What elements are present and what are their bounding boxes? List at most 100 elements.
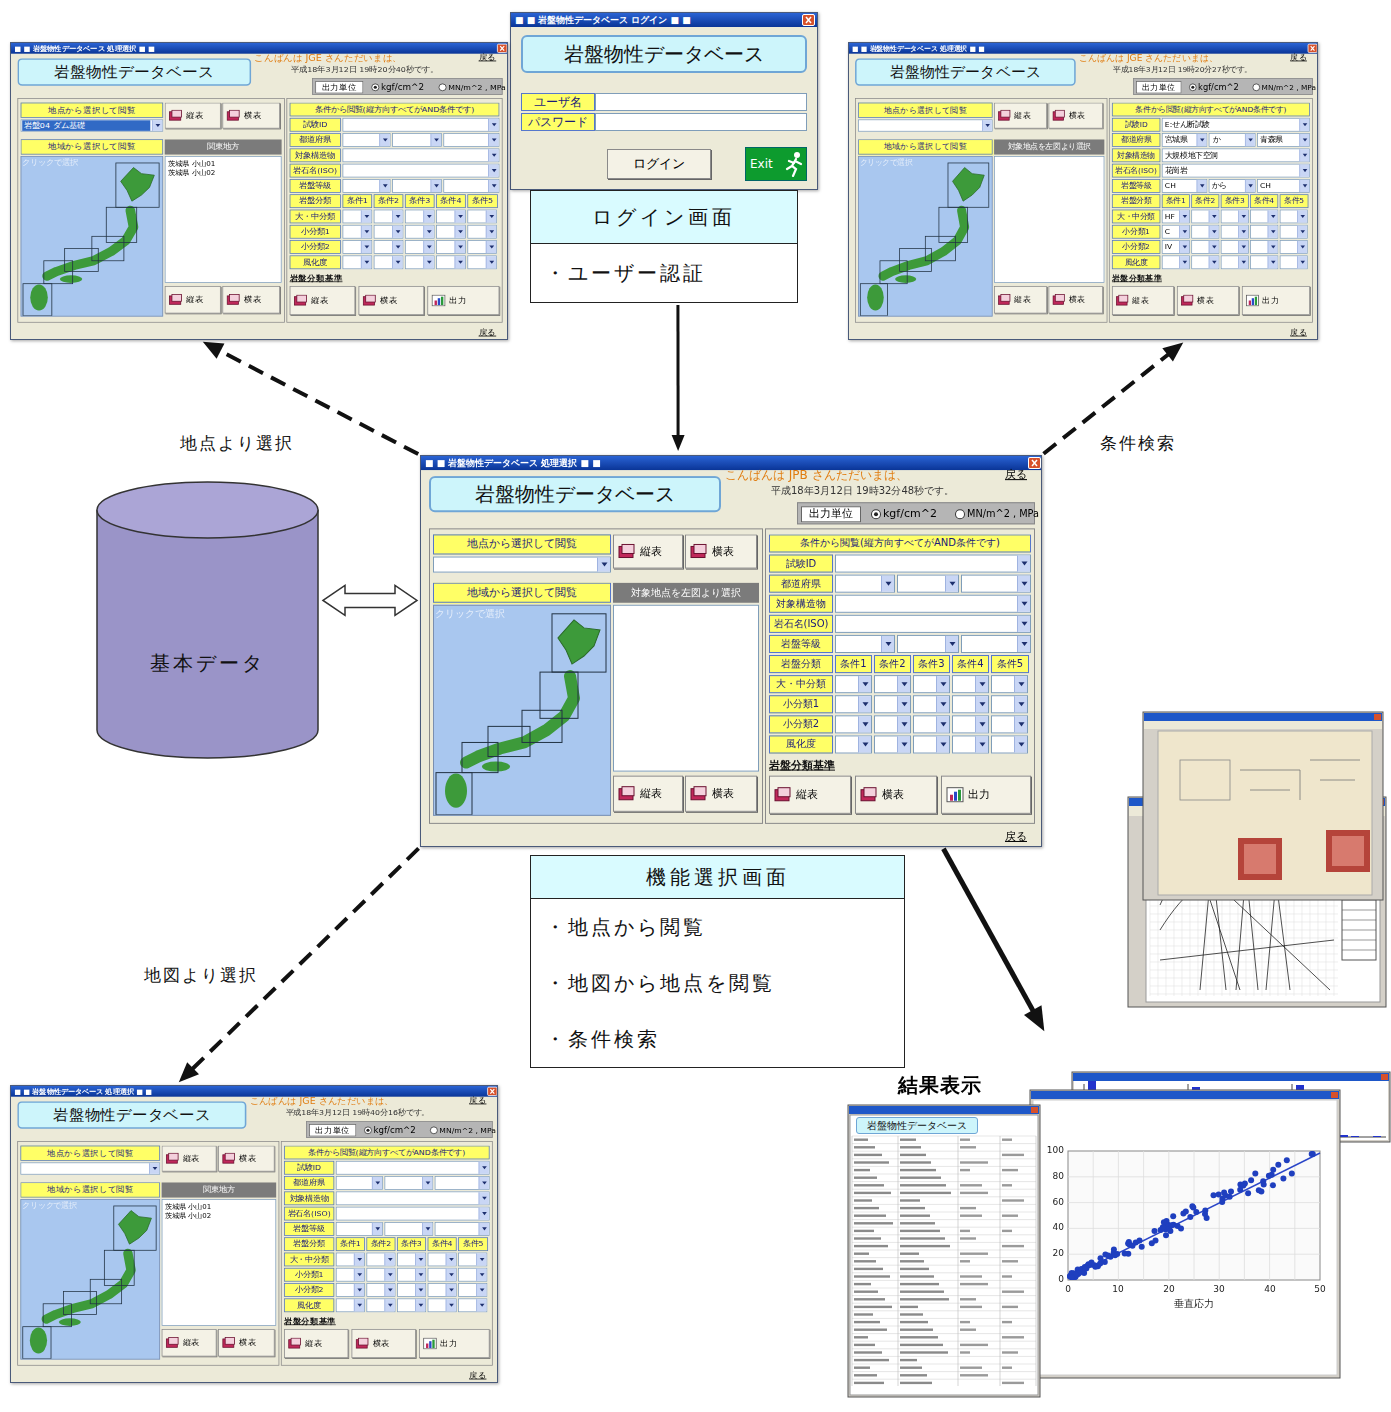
dropdown-arrow: [898, 696, 911, 712]
grid-line: [1150, 906, 1338, 907]
dropdown-arrow: [882, 576, 895, 592]
data-point: [1280, 1175, 1286, 1181]
region-header: 対象地点を左図より選択: [613, 583, 759, 603]
cell-text-mark: [1002, 1139, 1012, 1141]
dropdown-button: [479, 1223, 489, 1235]
dropdown-button: [354, 1253, 364, 1265]
dropdown-button: [1268, 241, 1278, 253]
axis-tick: 100: [1040, 1145, 1064, 1157]
radio-circle: [364, 1127, 371, 1134]
icon-bar: [1255, 297, 1257, 305]
specimen-photo: [1332, 836, 1364, 866]
list-item: 茨城県 小山02: [168, 168, 280, 177]
cell-text-mark: [900, 1344, 943, 1346]
dropdown-button: [476, 1269, 486, 1281]
cell-text-mark: [960, 1215, 982, 1217]
dropdown-arrow: [1239, 241, 1249, 253]
dropdown-arrow: [937, 716, 950, 732]
dropdown-arrow: [431, 180, 441, 192]
button-icon: [226, 109, 240, 121]
arrow-triangle: [427, 215, 432, 218]
grid-line: [1150, 978, 1338, 979]
cell-text-mark: [854, 1298, 885, 1300]
data-point: [1178, 1226, 1184, 1232]
specimen-photo: [1238, 838, 1282, 880]
arrow-triangle: [1022, 622, 1028, 626]
dropdown-arrow: [477, 1299, 487, 1311]
field-label: 条件1: [835, 655, 872, 673]
dropdown-button: [975, 716, 988, 732]
dropdown-button: [1245, 134, 1255, 146]
arrow-triangle: [1200, 139, 1205, 142]
radio-label: MN/m^2 , MPa: [448, 81, 502, 93]
icon-page: [225, 1337, 234, 1344]
close-button: [497, 44, 507, 53]
close-button: [802, 14, 815, 26]
dropdown-button: [384, 1284, 394, 1296]
grid-line: [1168, 1151, 1169, 1280]
cylinder-body: [97, 510, 318, 758]
caption-item: ・条件検索: [531, 1011, 904, 1067]
field-label: パスワード: [521, 113, 595, 131]
button-icon: [423, 1337, 437, 1349]
arrow-triangle: [1300, 215, 1305, 218]
field-value: 青森県: [1259, 134, 1298, 146]
field-label: 岩石名(ISO): [1112, 164, 1160, 178]
radio-dot: [374, 86, 377, 89]
section-header: 条件から閲覧(縦方向すべてがAND条件です): [284, 1146, 490, 1160]
dropdown-button: [936, 676, 949, 692]
arrow-triangle: [427, 261, 432, 264]
arrow-triangle: [1303, 184, 1308, 187]
dropdown-arrow: [393, 256, 403, 268]
dropdown-button: [455, 241, 465, 253]
data-point: [1211, 1192, 1217, 1198]
arrow-triangle: [357, 1258, 362, 1261]
arrow-triangle: [357, 1304, 362, 1307]
field-label: 試験ID: [769, 555, 833, 573]
window-frame: [848, 1105, 1040, 1397]
icon-bar: [438, 298, 440, 305]
caption-heading: 機能選択画面: [531, 856, 904, 899]
icon-page: [778, 788, 790, 797]
button-icon: [355, 1337, 369, 1349]
close-button: [1308, 44, 1318, 53]
dropdown-arrow: [385, 1299, 395, 1311]
arrow-triangle: [1242, 261, 1247, 264]
field-label: 小分類1: [284, 1268, 334, 1282]
timestamp: 平成18年3月12日 19時20分27秒です。: [1113, 64, 1288, 75]
dropdown-arrow: [1300, 134, 1310, 146]
cell-text-mark: [900, 1359, 917, 1361]
dropdown-field: [433, 557, 611, 573]
dropdown-button: [1297, 226, 1307, 238]
dropdown-button: [479, 1162, 489, 1174]
arrow-triangle: [364, 215, 369, 218]
arrow-triangle: [449, 1304, 454, 1307]
arrow-triangle: [1271, 261, 1276, 264]
icon-page: [1055, 294, 1064, 301]
dropdown-field: [835, 615, 1031, 633]
cell-text-mark: [900, 1253, 919, 1255]
cell-text-mark: [960, 1146, 976, 1148]
dropdown-arrow: [946, 576, 959, 592]
table-rule: [852, 1143, 1036, 1144]
dropdown-arrow: [487, 210, 497, 222]
arrow-triangle: [950, 642, 956, 646]
cell-text-mark: [900, 1230, 940, 1232]
arrow-triangle: [1022, 602, 1028, 606]
grid-line: [1118, 1151, 1119, 1280]
dropdown-arrow: [479, 1223, 489, 1235]
field-label: 条件5: [467, 194, 497, 208]
cell-text-mark: [960, 1230, 970, 1232]
dropdown-button: [422, 1177, 432, 1189]
dropdown-button: [476, 1253, 486, 1265]
dropdown-arrow: [1015, 696, 1028, 712]
region-box: [64, 1292, 97, 1315]
cell-text-mark: [960, 1344, 988, 1346]
button-icon: [690, 543, 708, 559]
cell-text-mark: [854, 1260, 876, 1262]
map-panel: [21, 156, 164, 316]
dropdown-arrow: [479, 1207, 489, 1219]
dropdown-arrow: [882, 636, 895, 652]
table-rule: [852, 1326, 1036, 1327]
cell-text-mark: [854, 1382, 884, 1384]
